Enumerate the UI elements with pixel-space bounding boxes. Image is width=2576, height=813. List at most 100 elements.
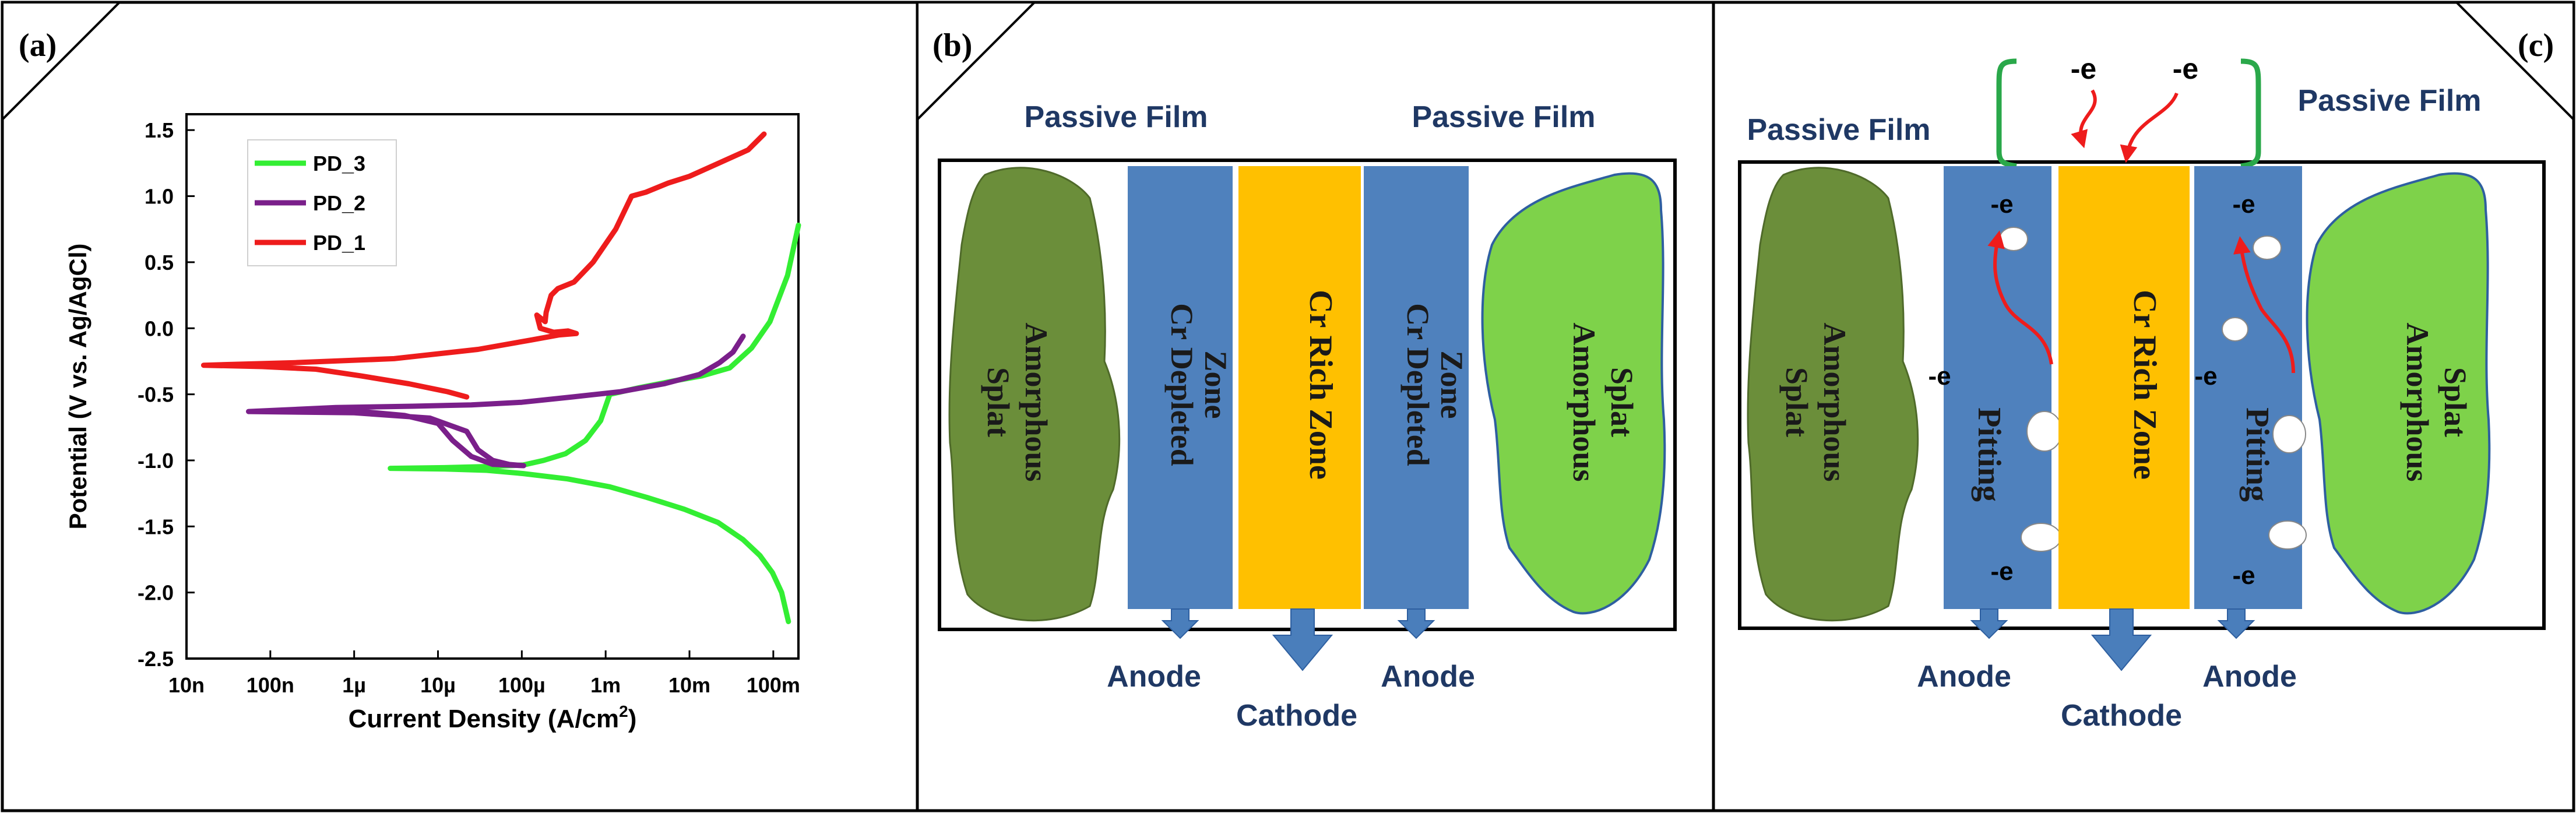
anode-arrow xyxy=(1970,608,2008,639)
cr-depleted-zone-right xyxy=(1364,166,1469,609)
pit xyxy=(2222,317,2248,342)
pit xyxy=(2021,523,2061,552)
anode-label: Anode xyxy=(1381,660,1475,694)
series-line-pd-2 xyxy=(246,333,746,469)
amorphous-text: Amorphous xyxy=(1567,322,1602,481)
y-tick-label: 1.5 xyxy=(145,118,174,142)
zone-text: Zone xyxy=(1198,350,1233,418)
x-axis-ticks: 10n 100n 1µ 10µ 100µ 1m 10m 100m xyxy=(168,650,800,697)
anode-arrow xyxy=(1397,608,1435,639)
amorphous-splat-dark-left xyxy=(1747,167,1919,622)
pit xyxy=(2253,235,2282,260)
panel-label-c-text: (c) xyxy=(2518,27,2554,64)
x-tick-label: 10µ xyxy=(420,673,456,697)
pit xyxy=(2272,415,2306,453)
electron-arrow xyxy=(1987,230,2053,365)
pit xyxy=(2026,411,2063,452)
electron-arrow xyxy=(2120,92,2179,163)
pitting-text: Pitting xyxy=(2239,407,2275,502)
cathode-label: Cathode xyxy=(2061,699,2182,733)
anode-label: Anode xyxy=(2202,660,2297,694)
passive-film-label: Passive Film xyxy=(2297,84,2481,118)
electron-label: -e xyxy=(1990,190,2013,219)
splat-text: Splat xyxy=(2438,367,2473,437)
series-line-pd-1 xyxy=(200,131,767,400)
electron-label: -e xyxy=(2071,52,2096,85)
cr-depleted-zone-left xyxy=(1128,166,1233,609)
splat-text: Splat xyxy=(1779,367,1814,437)
splat-text: Splat xyxy=(1604,367,1639,437)
electron-arrow xyxy=(2071,89,2097,149)
anode-arrow xyxy=(2217,608,2255,639)
x-tick-label: 10m xyxy=(668,673,710,697)
y-tick-label: -1.5 xyxy=(138,515,174,539)
bracket-right xyxy=(2240,58,2261,169)
amorphous-splat-light-right xyxy=(1481,172,1666,615)
cathode-arrow xyxy=(1272,608,1333,671)
panel-label-a: (a) xyxy=(1,1,122,122)
y-tick-label: -1.0 xyxy=(138,449,174,473)
legend-entry: PD_1 xyxy=(313,231,365,255)
panel-label-b: (b) xyxy=(916,1,1037,122)
y-axis-label: Potential (V vs. Ag/AgCl) xyxy=(64,244,92,530)
panel-label-b-text: (b) xyxy=(932,27,972,64)
panel-c-diagram: Passive Film Passive Film -e -e Amorphou… xyxy=(1738,52,2546,733)
cr-rich-zone-text: Cr Rich Zone xyxy=(2127,290,2163,480)
x-tick-label: 100m xyxy=(747,673,800,697)
amorphous-splat-light-right xyxy=(2306,172,2491,615)
panel-label-a-text: (a) xyxy=(19,27,57,64)
amorphous-text: Amorphous xyxy=(1019,322,1054,481)
amorphous-text: Amorphous xyxy=(2400,322,2435,481)
bracket-left xyxy=(1996,58,2017,169)
electron-label: -e xyxy=(1990,557,2013,586)
series-layer xyxy=(200,131,801,624)
pit xyxy=(2268,520,2307,550)
y-axis-ticks: -2.5 -2.0 -1.5 -1.0 -0.5 0.0 0.5 1.0 1.5 xyxy=(138,118,195,671)
x-axis-label: Current Density (A/cm2) xyxy=(349,702,637,733)
y-tick-label: 0.5 xyxy=(145,251,174,274)
electron-label: -e xyxy=(2173,52,2198,85)
legend: PD_3PD_2PD_1 xyxy=(247,139,397,266)
x-tick-label: 100µ xyxy=(498,673,546,697)
electron-label: -e xyxy=(1928,362,1951,390)
legend-entry: PD_2 xyxy=(313,191,365,215)
passive-film-label: Passive Film xyxy=(1412,100,1595,134)
x-tick-label: 1m xyxy=(590,673,621,697)
y-tick-label: 0.0 xyxy=(145,316,174,340)
cathode-label: Cathode xyxy=(1236,699,1357,733)
y-tick-label: -0.5 xyxy=(138,383,174,407)
electron-label: -e xyxy=(2232,190,2255,219)
x-tick-label: 100n xyxy=(247,673,294,697)
panel-b-diagram: Passive Film Passive Film Amorphous Spla… xyxy=(938,100,1677,733)
anode-arrow xyxy=(1161,608,1199,639)
electron-label: -e xyxy=(2194,362,2217,390)
electron-arrow xyxy=(2233,236,2295,374)
cr-rich-zone xyxy=(1238,166,1361,609)
pitting-text: Pitting xyxy=(1971,407,2007,502)
x-tick-label: 1µ xyxy=(342,673,366,697)
pit xyxy=(1999,227,2028,251)
panel-label-c: (c) xyxy=(2454,1,2575,122)
amorphous-text: Amorphous xyxy=(1817,322,1852,481)
amorphous-splat-dark-left xyxy=(948,167,1121,622)
series-line-pd-3 xyxy=(388,222,801,624)
anode-label: Anode xyxy=(1107,660,1201,694)
anode-label: Anode xyxy=(1917,660,2011,694)
y-tick-label: 1.0 xyxy=(145,185,174,209)
y-tick-label: -2.0 xyxy=(138,581,174,605)
splat-text: Splat xyxy=(981,367,1016,437)
cr-depleted-text: Cr Depleted xyxy=(1400,303,1435,466)
legend-entry: PD_3 xyxy=(313,152,365,175)
cr-rich-zone-text: Cr Rich Zone xyxy=(1303,290,1339,480)
zone-text: Zone xyxy=(1434,350,1469,418)
passive-film-label: Passive Film xyxy=(1747,113,1930,147)
y-tick-label: -2.5 xyxy=(138,647,174,671)
polarization-chart: 10n 100n 1µ 10µ 100µ 1m 10m 100m -2.5 -2.0 -1.5 -1… xyxy=(64,113,801,733)
electron-label: -e xyxy=(2232,561,2255,590)
x-axis-label-superscript: 2 xyxy=(619,702,628,720)
cathode-arrow xyxy=(2091,608,2152,671)
passive-film-label: Passive Film xyxy=(1024,100,1208,134)
cr-rich-zone xyxy=(2058,166,2190,609)
x-tick-label: 10n xyxy=(168,673,205,697)
